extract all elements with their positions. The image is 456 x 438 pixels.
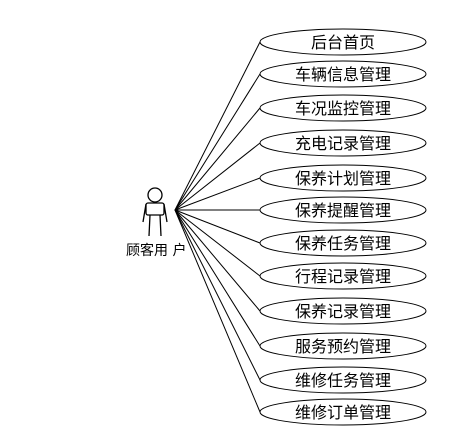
use-case-label: 车况监控管理 [295,99,391,118]
association-lines [174,41,261,413]
use-case-label: 保养计划管理 [295,169,391,188]
association-line [174,209,261,277]
actor-body [145,202,165,216]
actor-left-leg [148,214,151,237]
use-case: 车况监控管理 [259,94,427,122]
use-case-ellipse [259,366,427,394]
use-case: 维修任务管理 [259,366,427,394]
use-case-ellipse [259,196,427,224]
actor-figure [142,187,168,237]
association-line [174,209,261,381]
association-line [174,107,261,211]
association-line [174,209,261,413]
use-case-label: 保养提醒管理 [295,201,391,220]
use-case: 行程记录管理 [259,262,427,290]
use-case: 后台首页 [259,28,427,56]
actor-left-arm [142,203,147,223]
use-case-label: 充电记录管理 [295,134,391,153]
association-line [174,177,261,211]
use-case-label: 服务预约管理 [295,337,391,356]
use-case-ellipse [259,129,427,157]
use-case-ellipse [259,229,427,257]
use-case: 服务预约管理 [259,332,427,360]
use-cases: 后台首页车辆信息管理车况监控管理充电记录管理保养计划管理保养提醒管理保养任务管理… [259,28,427,426]
use-case-label: 维修任务管理 [295,371,391,390]
use-case-label: 保养任务管理 [295,234,391,253]
association-line [174,73,261,211]
use-case-ellipse [259,60,427,88]
association-line [174,142,261,211]
use-case-ellipse [259,164,427,192]
use-case-ellipse [259,398,427,426]
use-case: 充电记录管理 [259,129,427,157]
use-case-label: 行程记录管理 [295,267,391,286]
use-case-label: 维修订单管理 [295,403,391,422]
association-line [174,209,261,244]
use-case: 保养提醒管理 [259,196,427,224]
association-line [174,209,261,312]
use-case: 保养计划管理 [259,164,427,192]
association-line [174,209,261,347]
actor-right-leg [159,214,162,237]
use-case: 维修订单管理 [259,398,427,426]
use-case: 保养任务管理 [259,229,427,257]
actor-head [147,187,163,203]
use-case-ellipse [259,94,427,122]
use-case-ellipse [259,297,427,325]
use-case-label: 保养记录管理 [295,302,391,321]
use-case: 车辆信息管理 [259,60,427,88]
use-case-ellipse [259,262,427,290]
use-case-ellipse [259,28,427,56]
association-line [174,41,261,211]
actor-right-arm [163,203,168,223]
use-case-label: 后台首页 [311,33,375,52]
use-case-ellipse [259,332,427,360]
actor-label: 顾客用 户 [126,242,186,259]
use-case: 保养记录管理 [259,297,427,325]
use-case-label: 车辆信息管理 [295,65,391,84]
